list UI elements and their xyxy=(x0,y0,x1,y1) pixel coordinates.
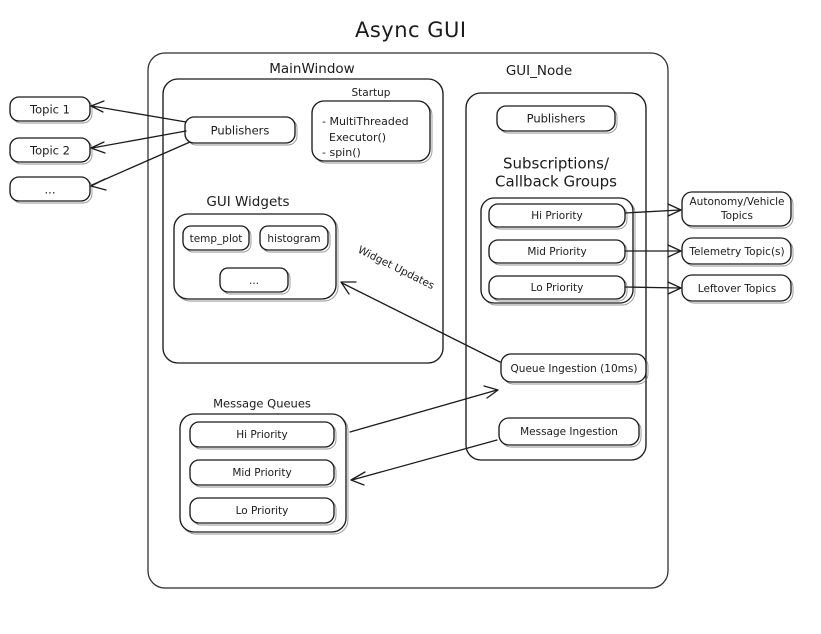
mainwindow-publishers[interactable]: Publishers xyxy=(184,116,298,146)
subscriptions-title-line1: Subscriptions/ xyxy=(503,155,610,173)
startup-box-rect xyxy=(311,100,431,162)
startup-item-1: Executor() xyxy=(329,131,386,144)
widget-more[interactable]: ... xyxy=(219,267,291,295)
edge-mid-priority-to-telemetry xyxy=(624,244,682,258)
queue-ingestion[interactable]: Queue Ingestion (10ms) xyxy=(500,353,649,385)
guinode-publishers[interactable]: Publishers xyxy=(496,105,618,134)
topic-box-3[interactable]: ... xyxy=(9,176,93,204)
autonomy-vehicle-topics-rect xyxy=(681,191,792,227)
queue-lo-priority[interactable]: Lo Priority xyxy=(189,497,337,526)
queue-mid-priority[interactable]: Mid Priority xyxy=(189,459,337,488)
telemetry-topics[interactable]: Telemetry Topic(s) xyxy=(681,237,794,267)
message-queues-title: Message Queues xyxy=(213,397,311,411)
subscription-group-mid[interactable]: Mid Priority xyxy=(488,239,628,266)
telemetry-topics-label: Telemetry Topic(s) xyxy=(688,246,784,258)
page-title: Async GUI xyxy=(355,18,467,42)
guinode-title: GUI_Node xyxy=(506,63,572,79)
message-ingestion-label: Message Ingestion xyxy=(520,426,618,438)
widget-temp-plot[interactable]: temp_plot xyxy=(182,225,252,253)
queue-mid-priority-rect xyxy=(189,459,335,486)
widget-more-rect xyxy=(219,267,289,293)
leftover-topics-label: Leftover Topics xyxy=(698,283,776,295)
topic-box-1-rect xyxy=(9,96,91,122)
topic-box-1-label: Topic 1 xyxy=(29,103,70,117)
leftover-topics[interactable]: Leftover Topics xyxy=(681,274,794,304)
message-ingestion-rect xyxy=(498,417,640,446)
topic-box-2[interactable]: Topic 2 xyxy=(9,137,93,165)
subscription-group-hi-label: Hi Priority xyxy=(531,210,583,222)
mainwindow-publishers-rect xyxy=(184,116,296,144)
queue-mid-priority-label: Mid Priority xyxy=(232,467,291,479)
guinode-publishers-label: Publishers xyxy=(527,112,586,126)
queue-ingestion-rect xyxy=(500,353,647,383)
widget-more-label: ... xyxy=(249,275,259,287)
widget-temp-plot-label: temp_plot xyxy=(190,233,243,245)
startup-box: - MultiThreaded Executor() - spin() xyxy=(311,100,433,164)
subscription-group-mid-label: Mid Priority xyxy=(527,246,586,258)
telemetry-topics-rect xyxy=(681,237,792,265)
startup-item-2: - spin() xyxy=(322,146,361,159)
edge-hi-priority-to-autonomy xyxy=(624,203,682,217)
topic-box-1[interactable]: Topic 1 xyxy=(9,96,93,124)
autonomy-vehicle-topics[interactable]: Autonomy/Vehicle Topics xyxy=(681,191,794,229)
queue-hi-priority-label: Hi Priority xyxy=(236,429,288,441)
subscription-group-hi[interactable]: Hi Priority xyxy=(488,203,628,230)
edge-publishers-to-topic3 xyxy=(90,141,191,191)
queue-hi-priority[interactable]: Hi Priority xyxy=(189,421,337,450)
topic-box-2-rect xyxy=(9,137,91,163)
edge-message-ingestion-to-queues xyxy=(350,439,498,486)
mainwindow-publishers-label: Publishers xyxy=(211,124,270,138)
startup-item-0: - MultiThreaded xyxy=(322,115,409,128)
subscription-group-lo[interactable]: Lo Priority xyxy=(488,275,628,302)
edge-publishers-to-topic1 xyxy=(90,100,187,123)
widget-temp-plot-rect xyxy=(182,225,250,251)
subscription-group-hi-rect xyxy=(488,203,626,228)
guinode-publishers-rect xyxy=(496,105,616,132)
queue-lo-priority-rect xyxy=(189,497,335,524)
leftover-topics-rect xyxy=(681,274,792,302)
subscriptions-title-line2: Callback Groups xyxy=(495,173,617,191)
external-topics-right: Autonomy/Vehicle Topics Telemetry Topic(… xyxy=(681,191,794,304)
mainwindow-title: MainWindow xyxy=(269,61,354,77)
autonomy-vehicle-topics-label-1: Autonomy/Vehicle xyxy=(690,196,785,208)
external-topics-left: Topic 1 Topic 2 ... xyxy=(9,96,93,204)
edge-lo-priority-to-leftover xyxy=(624,281,682,295)
widget-histogram-rect xyxy=(259,225,329,251)
gui-widgets-title: GUI Widgets xyxy=(206,194,289,210)
topic-box-3-label: ... xyxy=(45,183,56,197)
autonomy-vehicle-topics-label-2: Topics xyxy=(720,210,753,222)
queue-hi-priority-rect xyxy=(189,421,335,448)
queue-lo-priority-label: Lo Priority xyxy=(236,505,289,517)
edge-publishers-to-topic2 xyxy=(90,130,187,154)
topic-box-2-label: Topic 2 xyxy=(29,144,70,158)
queue-ingestion-label: Queue Ingestion (10ms) xyxy=(511,363,638,375)
widget-histogram-label: histogram xyxy=(267,233,320,245)
subscription-group-lo-label: Lo Priority xyxy=(531,282,584,294)
startup-title: Startup xyxy=(352,87,391,99)
edge-queues-to-queue-ingestion xyxy=(349,385,499,433)
message-ingestion[interactable]: Message Ingestion xyxy=(498,417,642,448)
widget-histogram[interactable]: histogram xyxy=(259,225,331,253)
topic-box-3-rect xyxy=(9,176,91,202)
